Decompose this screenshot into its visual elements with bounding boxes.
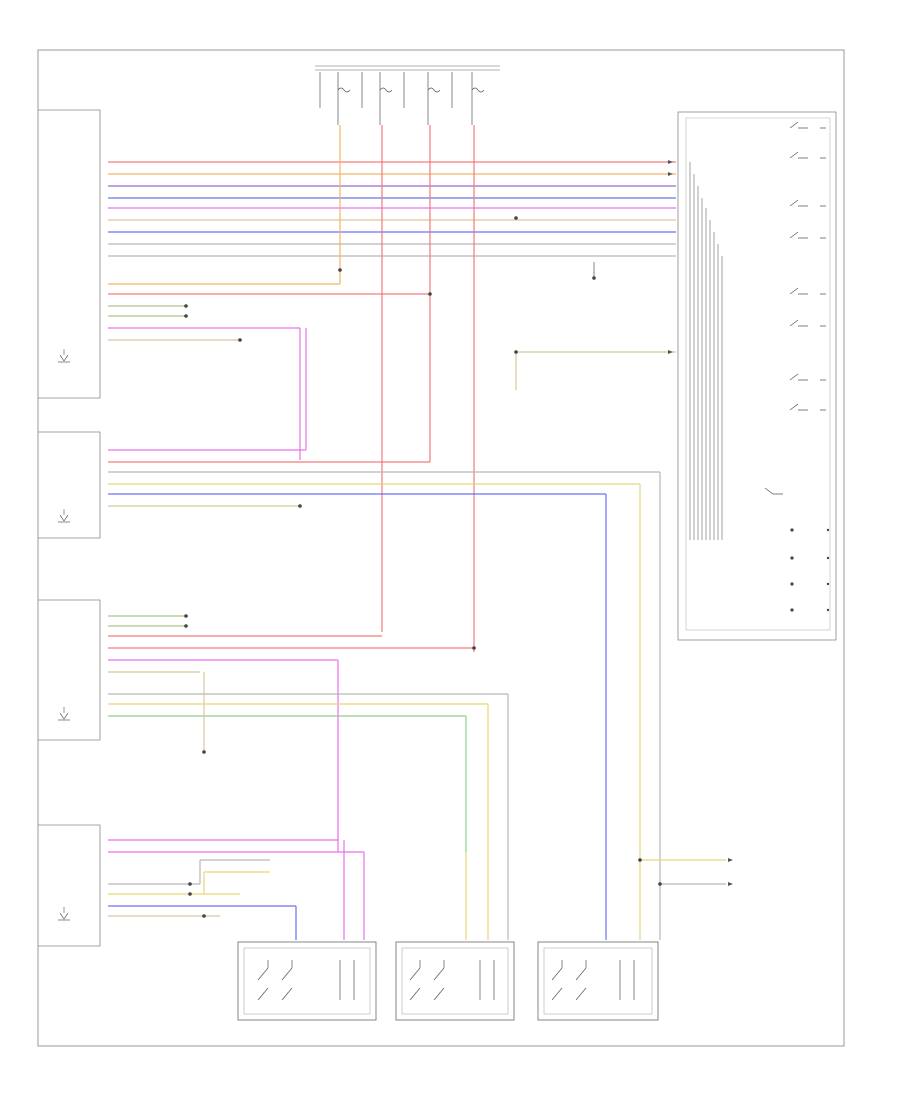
module-1-wires	[108, 283, 430, 460]
panel-switches	[764, 121, 826, 495]
connector-arrows	[668, 160, 733, 886]
top-wire-bundle	[108, 161, 676, 257]
vertical-power-feeds	[339, 125, 475, 652]
left-module-frames	[38, 109, 101, 947]
switch-feed-wires	[343, 472, 726, 940]
right-rear-switch	[237, 941, 377, 1021]
master-switch-panel	[677, 111, 837, 641]
diagram-border	[37, 49, 845, 1047]
module-4-wires	[108, 839, 364, 940]
front-passenger-switch	[395, 941, 515, 1021]
ground-icons	[58, 349, 70, 921]
splice-points	[184, 216, 662, 918]
left-rear-switch	[537, 941, 659, 1021]
mid-ground-feed	[515, 262, 676, 390]
fuse-block	[315, 65, 500, 125]
module-3-wires	[108, 615, 508, 852]
module-2-wires	[108, 328, 660, 507]
panel-contacts	[790, 528, 830, 612]
